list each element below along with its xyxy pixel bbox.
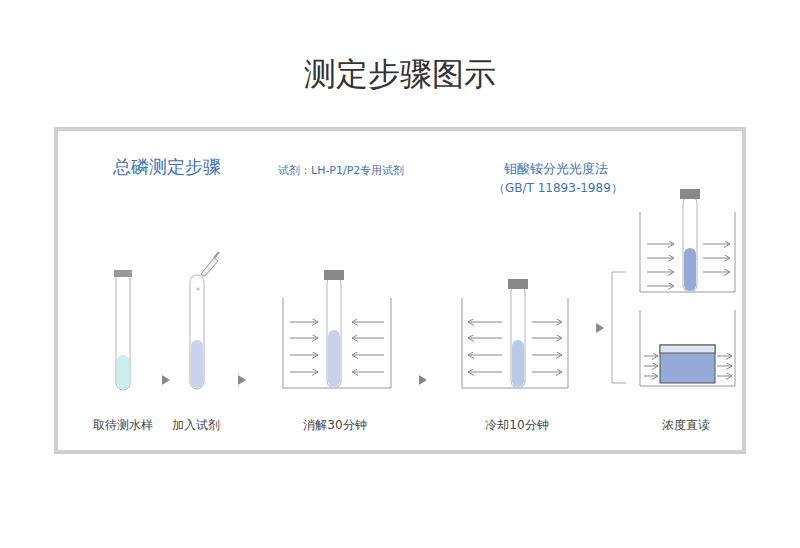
page-title: 测定步骤图示 <box>304 55 496 93</box>
step-label: 加入试剂 <box>172 418 220 432</box>
method-name: 钼酸铵分光光度法 <box>504 161 608 177</box>
step-marker <box>419 375 427 385</box>
reading-cuvette-box <box>640 310 735 386</box>
step-label: 取待测水样 <box>93 418 153 432</box>
reagent-tube <box>190 252 219 389</box>
digestion-bath <box>283 270 391 388</box>
step-label: 消解30分钟 <box>303 418 366 432</box>
standard-number: （GB/T 11893-1989） <box>493 181 623 195</box>
panel <box>56 129 744 452</box>
reagent-note: 试剂：LH-P1/P2专用试剂 <box>278 164 404 177</box>
bracket <box>612 272 626 383</box>
section-heading: 总磷测定步骤 <box>113 156 221 178</box>
sample-tube <box>114 270 132 390</box>
step-label: 冷却10分钟 <box>485 418 548 432</box>
reading-tube-box <box>640 189 735 292</box>
step-marker <box>596 323 604 333</box>
step-label: 浓度直读 <box>662 418 710 432</box>
cooling-bath <box>462 279 568 388</box>
step-marker <box>162 375 170 385</box>
step-marker <box>238 375 246 385</box>
